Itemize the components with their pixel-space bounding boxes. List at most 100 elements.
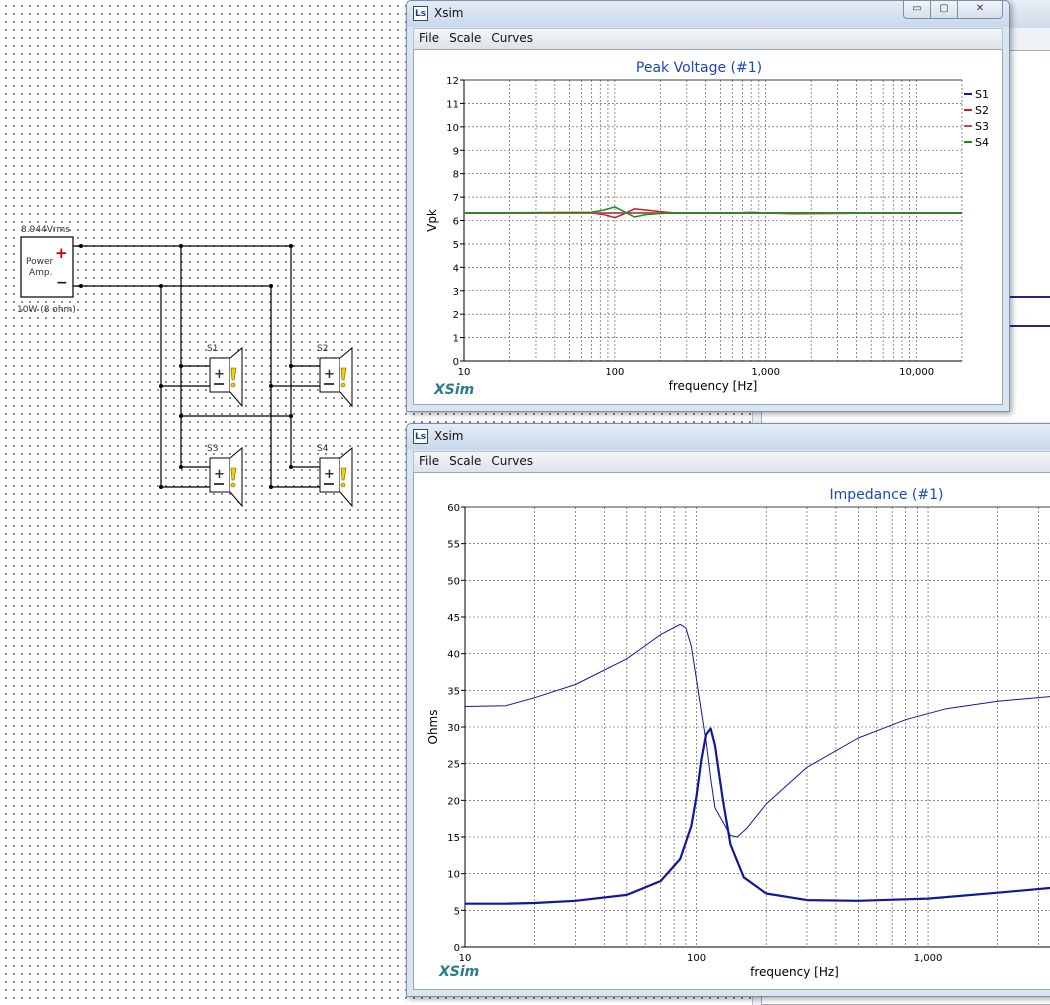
speaker-plus: + — [324, 467, 335, 482]
speaker-cone — [339, 446, 353, 508]
menu-scale[interactable]: Scale — [449, 31, 482, 45]
x-tick-label: 1,000 — [914, 953, 943, 964]
series-group — [464, 206, 962, 219]
x-tick-label: 100 — [605, 367, 624, 378]
x-tick-label: 10 — [459, 953, 472, 964]
y-tick-label: 60 — [447, 503, 460, 514]
schematic-canvas[interactable]: 8.944Vrms Power Amp. + − 10W (8 ohm) S1+… — [0, 0, 400, 560]
legend-label: S1 — [975, 88, 989, 101]
speaker-label: S3 — [207, 444, 218, 454]
warning-dot — [230, 382, 236, 388]
peak-voltage-window[interactable]: Ls Xsim ▭ ▢ ✕ File Scale Curves Peak Volta… — [406, 0, 1010, 412]
speaker-plus: + — [214, 467, 225, 482]
warning-icon — [340, 367, 347, 381]
speaker-plus: + — [214, 367, 225, 382]
x-tick-label: 10,000 — [899, 367, 934, 378]
speaker-cone — [229, 446, 243, 508]
xsim-app-icon[interactable]: Ls — [413, 6, 428, 21]
xsim-app-icon[interactable]: Ls — [413, 429, 428, 444]
y-tick-label: 10 — [447, 870, 460, 881]
xsim-brand-label: XSim — [433, 382, 474, 398]
y-tick-label: 10 — [446, 123, 459, 134]
series-line-1 — [465, 623, 1050, 838]
window-title: Xsim — [434, 6, 464, 20]
y-tick-label: 8 — [453, 170, 459, 181]
menu-file[interactable]: File — [419, 31, 440, 45]
legend-label: S4 — [975, 136, 989, 149]
y-tick-label: 20 — [447, 796, 460, 807]
maximize-button[interactable]: ▢ — [930, 1, 958, 19]
chart-title: Impedance (#1) — [830, 487, 944, 503]
speaker-label: S2 — [317, 344, 328, 354]
power-amp-block[interactable] — [20, 236, 74, 298]
warning-icon — [340, 467, 347, 481]
x-tick-label: 100 — [687, 953, 706, 964]
amp-minus-sign: − — [56, 275, 68, 291]
background-plot-line — [1007, 296, 1050, 298]
y-tick-label: 30 — [447, 723, 460, 734]
warning-icon — [230, 467, 237, 481]
chart-title: Peak Voltage (#1) — [636, 60, 762, 76]
y-tick-label: 5 — [454, 906, 460, 917]
window-titlebar[interactable]: Ls Xsim ▭ ▢ ✕ — [407, 1, 1009, 27]
amp-plus-sign: + — [55, 244, 68, 262]
impedance-chart[interactable]: Impedance (#1)05101520253035404550556010… — [414, 473, 1050, 989]
minimize-button[interactable]: ▭ — [903, 1, 931, 19]
warning-dot — [340, 382, 346, 388]
series-group — [465, 623, 1050, 905]
speaker-s3[interactable]: S3 + — [207, 444, 243, 508]
close-button[interactable]: ✕ — [957, 1, 1003, 19]
y-tick-label: 55 — [447, 540, 460, 551]
legend-label: S3 — [975, 120, 989, 133]
amp-voltage-label: 8.944Vrms — [21, 225, 70, 235]
x-tick-label: 1,000 — [751, 367, 780, 378]
menu-scale[interactable]: Scale — [449, 454, 482, 468]
grid — [464, 80, 963, 361]
y-tick-label: 6 — [453, 217, 459, 228]
y-tick-label: 35 — [447, 686, 460, 697]
menu-bar: File Scale Curves — [413, 28, 1003, 50]
y-tick-label: 25 — [447, 760, 460, 771]
y-tick-label: 1 — [453, 334, 459, 345]
speaker-s4[interactable]: S4+ — [317, 444, 353, 508]
y-axis-label: Ohms — [426, 710, 440, 745]
warning-dot — [340, 482, 346, 488]
xsim-brand-label: XSim — [438, 964, 479, 980]
x-axis-label: frequency [Hz] — [750, 965, 839, 979]
x-axis-label: frequency [Hz] — [669, 379, 758, 393]
speaker-label: S1 — [207, 344, 218, 354]
y-tick-label: 15 — [447, 833, 460, 844]
warning-dot — [230, 482, 236, 488]
menu-curves[interactable]: Curves — [491, 454, 534, 468]
series-line-2 — [465, 727, 1050, 905]
y-tick-label: 2 — [453, 310, 459, 321]
speaker-s2[interactable]: S2 + — [317, 344, 353, 408]
y-tick-label: 45 — [447, 613, 460, 624]
menu-file[interactable]: File — [419, 454, 440, 468]
speaker-cone — [229, 346, 243, 408]
window-title: Xsim — [434, 429, 464, 443]
speaker-cone — [339, 346, 353, 408]
amp-label-line2: Amp. — [29, 268, 53, 278]
x-tick-label: 10 — [458, 367, 471, 378]
amp-rating-label: 10W (8 ohm) — [17, 305, 76, 315]
y-axis-label: Vpk — [425, 209, 439, 232]
y-tick-label: 4 — [453, 263, 459, 274]
menu-curves[interactable]: Curves — [491, 31, 534, 45]
menu-bar: File Scale Curves — [413, 451, 1050, 473]
y-tick-label: 3 — [453, 287, 459, 298]
grid — [465, 507, 1050, 947]
window-titlebar[interactable]: Ls Xsim — [407, 424, 1050, 450]
y-tick-label: 7 — [453, 193, 459, 204]
speaker-plus: + — [324, 367, 335, 382]
speaker-s1[interactable]: S1 + — [207, 344, 243, 408]
y-tick-label: 5 — [453, 240, 459, 251]
y-tick-label: 12 — [446, 76, 459, 87]
y-tick-label: 0 — [453, 357, 459, 368]
background-plot-line — [1007, 325, 1050, 327]
warning-icon — [230, 367, 237, 381]
